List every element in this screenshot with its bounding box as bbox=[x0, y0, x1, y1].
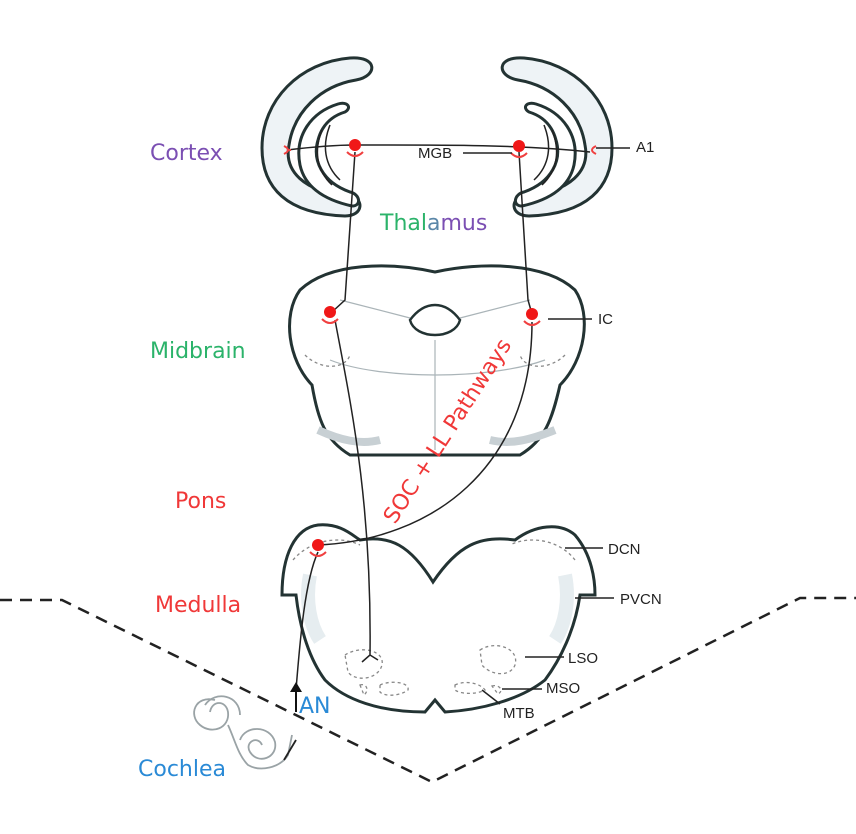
label-mtb: MTB bbox=[503, 705, 535, 722]
ic-right-neuron-icon bbox=[526, 308, 538, 320]
cn-neuron-icon bbox=[312, 539, 324, 551]
region-cochlea: Cochlea bbox=[138, 757, 226, 782]
region-thalamus: Thalamus bbox=[379, 211, 487, 236]
region-midbrain: Midbrain bbox=[150, 339, 246, 364]
a1-left-synapse-icon bbox=[283, 145, 291, 155]
label-mgb: MGB bbox=[418, 145, 452, 162]
ic-left-neuron-icon bbox=[324, 306, 336, 318]
mgb-right-neuron-icon bbox=[513, 140, 525, 152]
label-lso: LSO bbox=[568, 650, 598, 667]
region-thalamus-part3: mus bbox=[440, 211, 487, 236]
structure-labels: MGB A1 IC DCN PVCN LSO MSO MTB bbox=[418, 139, 662, 722]
right-cortex-hemisphere bbox=[500, 56, 614, 218]
label-mso: MSO bbox=[546, 680, 580, 697]
medulla-section bbox=[280, 523, 597, 714]
region-an: AN bbox=[299, 694, 331, 719]
region-medulla: Medulla bbox=[155, 593, 241, 618]
a1-right-synapse-icon bbox=[591, 145, 597, 155]
midbrain-section bbox=[288, 264, 586, 457]
label-dcn: DCN bbox=[608, 541, 641, 558]
label-a1: A1 bbox=[636, 139, 654, 156]
label-ic: IC bbox=[598, 311, 613, 328]
region-thalamus-part1: Thal bbox=[379, 211, 427, 236]
region-thalamus-part2: a bbox=[427, 211, 440, 236]
region-pons: Pons bbox=[175, 489, 226, 514]
region-cortex: Cortex bbox=[150, 141, 223, 166]
neuron-markers bbox=[283, 139, 597, 557]
mgb-left-neuron-icon bbox=[349, 139, 361, 151]
skull-boundary-dashed-line bbox=[0, 596, 856, 784]
left-cortex-hemisphere bbox=[260, 56, 374, 218]
cochlea-icon bbox=[193, 695, 297, 770]
label-pvcn: PVCN bbox=[620, 591, 662, 608]
